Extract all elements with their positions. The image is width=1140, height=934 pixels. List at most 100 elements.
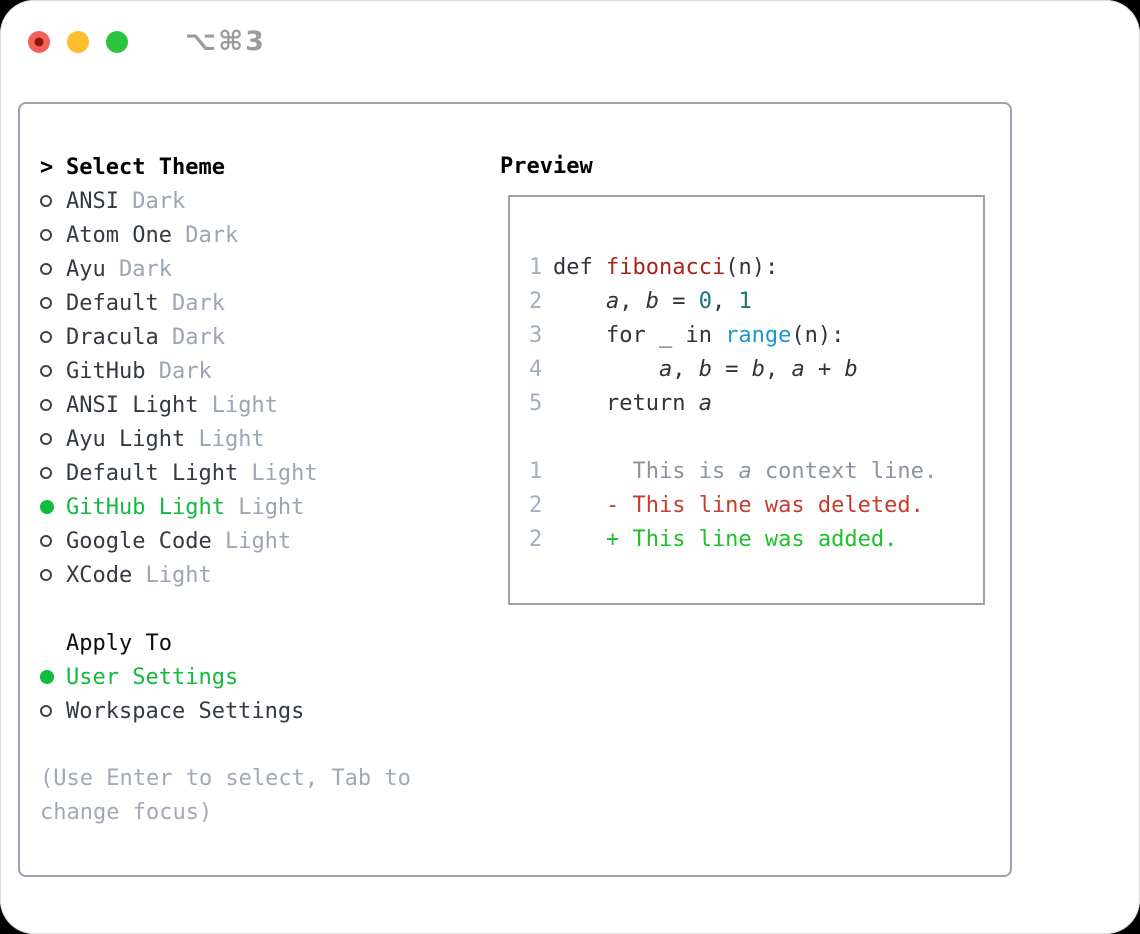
select-theme-title: Select Theme: [66, 154, 225, 180]
line-content: This is a context line.: [553, 458, 938, 484]
line-number: 2: [529, 526, 543, 552]
theme-name: Dracula: [66, 324, 159, 350]
radio-icon: [40, 535, 66, 547]
theme-variant-badge: Light: [238, 460, 318, 486]
keyboard-hint: (Use Enter to select, Tab to change focu…: [40, 766, 411, 825]
radio-icon: [40, 399, 66, 411]
line-number: 3: [529, 322, 543, 348]
unsaved-dot-icon: [34, 37, 44, 46]
theme-name: GitHub Light: [66, 494, 225, 520]
preview-title: Preview: [500, 154, 593, 179]
window-title: ⌥⌘3: [185, 26, 266, 57]
theme-name: GitHub: [66, 358, 146, 384]
theme-name: Atom One: [66, 222, 172, 248]
theme-variant-badge: Dark: [105, 256, 172, 282]
theme-variant-badge: Light: [132, 562, 212, 588]
radio-icon: [40, 433, 66, 445]
apply-option-label: Workspace Settings: [66, 698, 305, 724]
radio-icon: [40, 331, 66, 343]
apply-to-title: Apply To: [66, 630, 172, 656]
theme-variant-badge: Dark: [158, 290, 225, 316]
line-content: return a: [553, 390, 712, 416]
select-theme-header: > Select Theme: [40, 150, 492, 184]
theme-name: XCode: [66, 562, 133, 588]
focus-caret-icon: >: [40, 154, 54, 180]
code-line: 5 return a: [529, 386, 983, 420]
diff-line: 2 + This line was added.: [529, 522, 983, 556]
radio-icon: [40, 467, 66, 479]
line-number: 1: [529, 254, 543, 280]
zoom-button[interactable]: [106, 30, 128, 53]
code-line: 3 for _ in range(n):: [529, 318, 983, 352]
theme-variant-badge: Light: [224, 494, 305, 520]
theme-variant-badge: Dark: [118, 188, 186, 214]
line-content: a, b = b, a + b: [658, 356, 858, 382]
diff-line: 1 This is a context line.: [529, 454, 983, 488]
close-button[interactable]: [28, 30, 50, 53]
line-number: 1: [529, 458, 543, 484]
theme-option-ayu[interactable]: Ayu Dark: [40, 252, 492, 286]
theme-variant-badge: Light: [211, 528, 292, 554]
theme-option-default[interactable]: Default Dark: [40, 286, 492, 320]
titlebar: ⌥⌘3: [28, 26, 266, 57]
line-content: def fibonacci(n):: [553, 254, 779, 280]
apply-to-header: Apply To: [40, 626, 492, 660]
theme-option-ansi[interactable]: ANSI Dark: [40, 184, 492, 218]
apply-option-user-settings[interactable]: User Settings: [40, 660, 492, 694]
minimize-button[interactable]: [67, 30, 89, 53]
radio-icon: [40, 365, 66, 377]
spacer: [40, 728, 492, 762]
theme-name: Default: [66, 290, 159, 316]
theme-option-ayu-light[interactable]: Ayu Light Light: [40, 422, 492, 456]
theme-name: ANSI: [66, 188, 119, 214]
radio-icon: [40, 229, 66, 241]
radio-icon: [40, 569, 66, 581]
line-number: 2: [529, 492, 543, 518]
diff-line: 2 - This line was deleted.: [529, 488, 983, 522]
theme-name: Google Code: [66, 528, 212, 554]
line-number: 4: [529, 356, 543, 382]
theme-option-github[interactable]: GitHub Dark: [40, 354, 492, 388]
line-number: 2: [529, 288, 543, 314]
code-line: 1 def fibonacci(n):: [529, 250, 983, 284]
theme-variant-badge: Dark: [171, 222, 239, 248]
theme-name: Ayu Light: [66, 426, 186, 452]
theme-option-dracula[interactable]: Dracula Dark: [40, 320, 492, 354]
radio-selected-icon: [40, 670, 66, 684]
radio-icon: [40, 297, 66, 309]
theme-name: ANSI Light: [66, 392, 199, 418]
radio-icon: [40, 195, 66, 207]
apply-option-workspace-settings[interactable]: Workspace Settings: [40, 694, 492, 728]
diff-preview: 1 This is a context line.2 - This line w…: [529, 454, 983, 556]
theme-option-github-light[interactable]: GitHub Light Light: [40, 490, 492, 524]
radio-selected-icon: [40, 500, 66, 514]
theme-option-atom-one[interactable]: Atom One Dark: [40, 218, 492, 252]
theme-variant-badge: Dark: [158, 324, 225, 350]
apply-option-label: User Settings: [66, 664, 239, 690]
code-line: 2 a, b = 0, 1: [529, 284, 983, 318]
theme-option-ansi-light[interactable]: ANSI Light Light: [40, 388, 492, 422]
line-content: a, b = 0, 1: [605, 288, 752, 314]
line-number: 5: [529, 390, 543, 416]
theme-option-xcode[interactable]: XCode Light: [40, 558, 492, 592]
theme-variant-badge: Dark: [145, 358, 212, 384]
theme-option-google-code[interactable]: Google Code Light: [40, 524, 492, 558]
traffic-lights: [28, 30, 145, 53]
theme-name: Default Light: [66, 460, 239, 486]
line-content: + This line was added.: [553, 526, 898, 552]
theme-option-default-light[interactable]: Default Light Light: [40, 456, 492, 490]
code-line: 4 a, b = b, a + b: [529, 352, 983, 386]
line-content: - This line was deleted.: [553, 492, 924, 518]
theme-name: Ayu: [66, 256, 106, 282]
theme-variant-badge: Light: [185, 426, 265, 452]
radio-icon: [40, 263, 66, 275]
line-content: for _ in range(n):: [553, 322, 845, 348]
spacer: [40, 592, 492, 626]
